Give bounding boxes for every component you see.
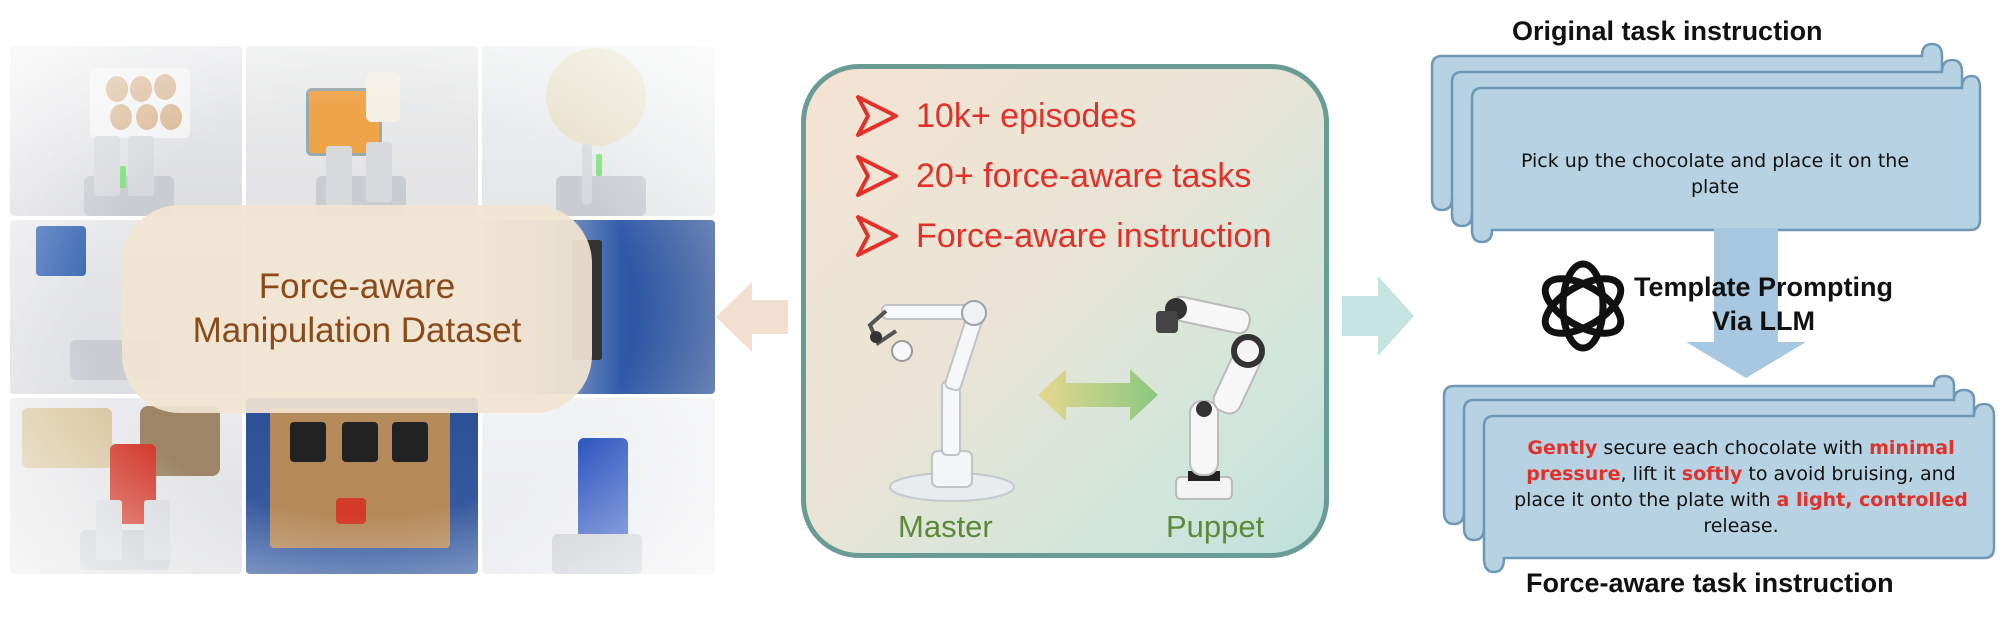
robot-photo-grid: [10, 46, 715, 574]
left-arrow-icon: [716, 282, 788, 352]
original-instruction-text: Pick up the chocolate and place it on th…: [1520, 150, 1910, 198]
highlighted-phrase: a light, controlled: [1776, 489, 1968, 511]
force-aware-instruction-scroll-stack: [1442, 374, 1996, 574]
force-aware-instruction-text: Gently secure each chocolate with minima…: [1508, 435, 1974, 539]
force-aware-instruction-title: Force-aware task instruction: [1526, 568, 1894, 598]
original-instruction-title: Original task instruction: [1512, 16, 1823, 46]
highlighted-phrase: Gently: [1527, 437, 1598, 459]
llm-prompting-label: Template Prompting Via LLM: [1634, 270, 1893, 338]
highlighted-phrase: softly: [1681, 463, 1743, 485]
down-arrow-icon: [1686, 228, 1806, 378]
openai-logo-icon: [1530, 254, 1636, 358]
puppet-label: Puppet: [1166, 509, 1265, 544]
original-instruction-scroll-stack: [1430, 42, 1982, 244]
llm-label-line1: Template Prompting: [1634, 272, 1894, 302]
feature-item: 20+ force-aware tasks: [854, 153, 1251, 199]
dataset-title-line2: Manipulation Dataset: [192, 311, 522, 350]
dataset-stats-panel: 10k+ episodes 20+ force-aware tasks Forc…: [801, 64, 1329, 558]
feature-item: Force-aware instruction: [854, 213, 1271, 259]
right-arrow-icon: [1342, 276, 1414, 356]
instruction-phrase: secure each chocolate with: [1597, 437, 1870, 459]
outline-triangle-icon: [856, 215, 898, 257]
feature-label: Force-aware instruction: [916, 216, 1272, 255]
feature-item: 10k+ episodes: [854, 93, 1136, 139]
bidirectional-arrow-icon: [1038, 369, 1158, 421]
feature-label: 20+ force-aware tasks: [916, 156, 1252, 195]
master-label: Master: [898, 509, 993, 544]
puppet-robot-arm-icon: [1156, 295, 1265, 500]
feature-label: 10k+ episodes: [916, 96, 1137, 135]
master-robot-arm-icon: [867, 300, 1015, 502]
dataset-label-box: Force-aware Manipulation Dataset: [122, 205, 592, 413]
instruction-phrase: , lift it: [1620, 463, 1682, 485]
instruction-phrase: to avoid bruising, and place it onto the…: [1514, 463, 1956, 511]
highlighted-phrase: minimal pressure: [1526, 437, 1955, 485]
instruction-phrase: release.: [1703, 515, 1779, 537]
llm-label-line2: Via LLM: [1712, 306, 1816, 336]
outline-triangle-icon: [856, 155, 898, 197]
dataset-title-line1: Force-aware: [258, 267, 456, 306]
outline-triangle-icon: [856, 95, 898, 137]
